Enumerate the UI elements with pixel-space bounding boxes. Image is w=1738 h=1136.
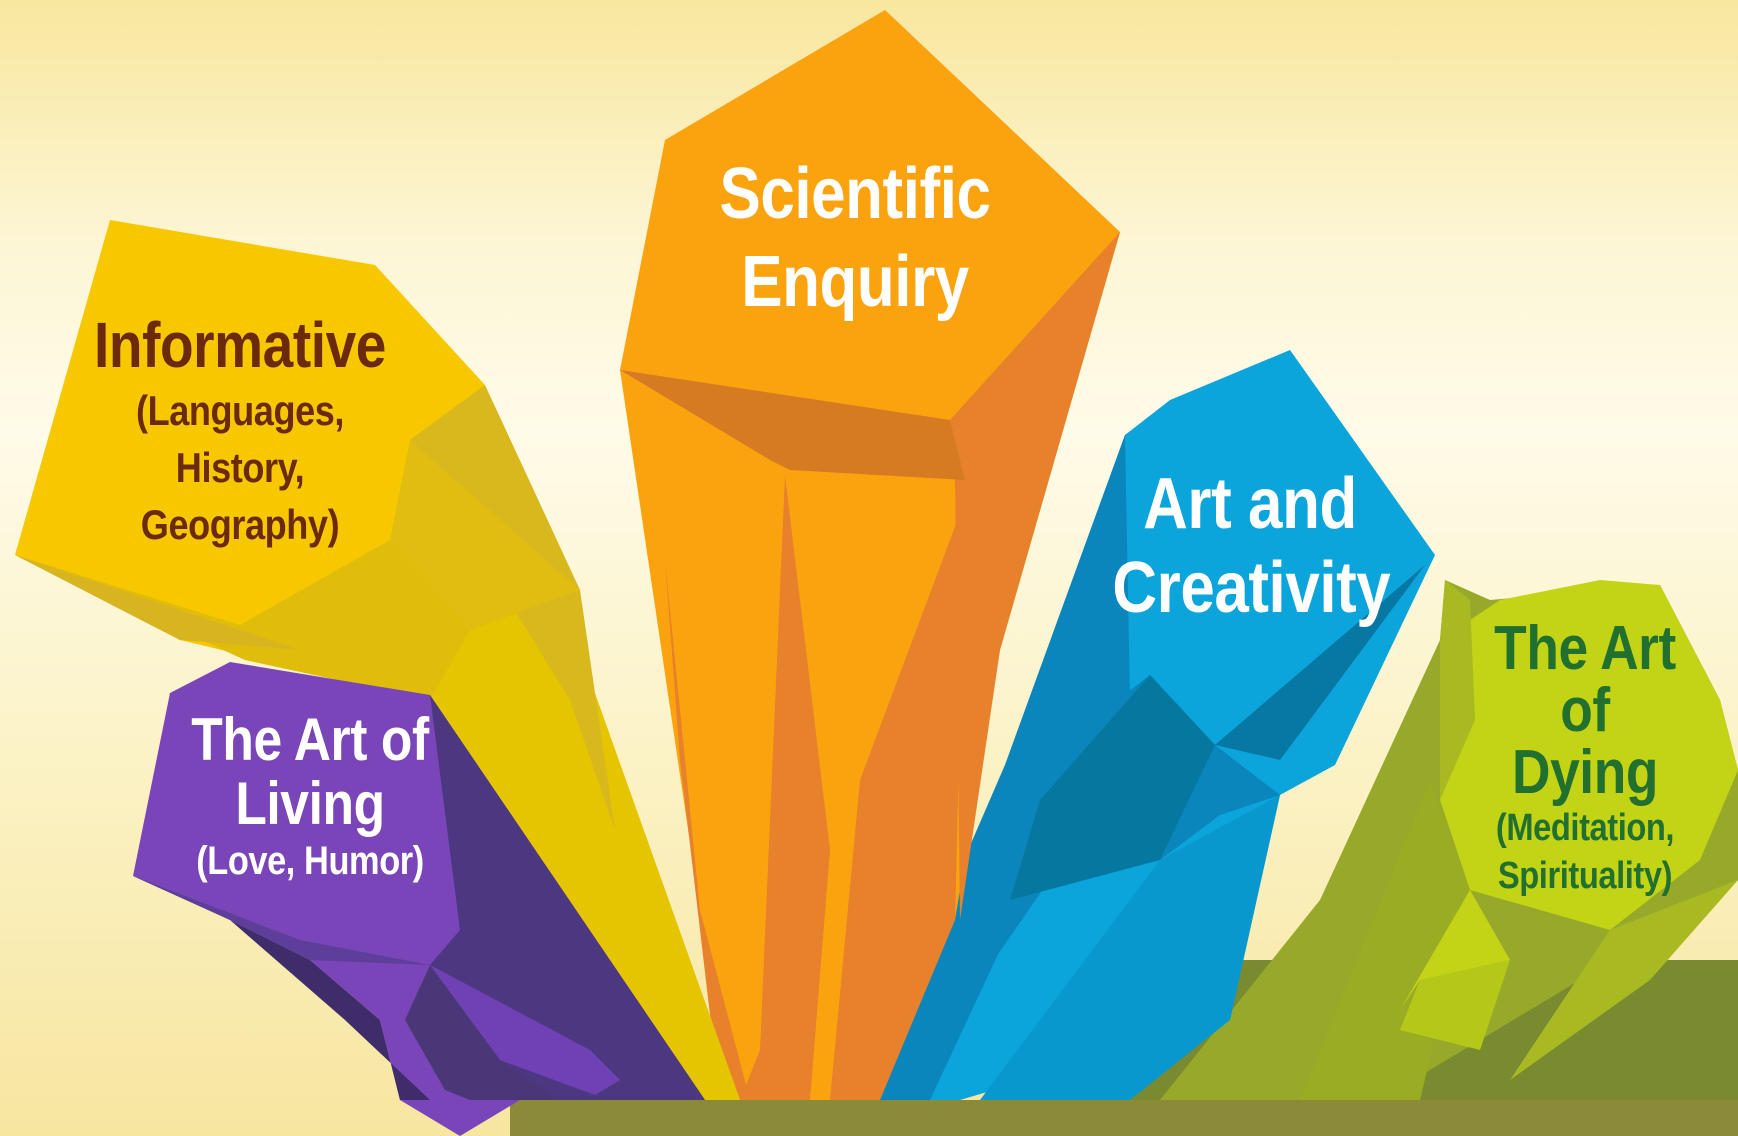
informative-subtitle-line: (Languages,	[135, 387, 345, 434]
living-subtitle: (Love, Humor)	[196, 839, 424, 883]
label-informative: Informative (Languages, History, Geograp…	[40, 308, 440, 553]
crystal-living	[133, 662, 705, 1136]
creativity-title-line: Art and	[1143, 464, 1357, 544]
dying-title-line: of	[1560, 676, 1610, 745]
living-title-line: Living	[235, 770, 385, 837]
crystal-creativity	[860, 350, 1435, 1100]
crystal-scientific	[620, 10, 1120, 1100]
label-scientific: Scientific Enquiry	[640, 150, 1070, 326]
dying-subtitle-line: (Meditation,	[1495, 807, 1675, 849]
informative-subtitle-line: Geography)	[140, 501, 340, 548]
ground-base	[510, 1100, 1738, 1136]
label-living: The Art of Living (Love, Humor)	[150, 708, 470, 886]
dying-subtitle-line: Spirituality)	[1497, 855, 1673, 897]
creativity-title-line: Creativity	[1112, 548, 1391, 628]
crystal-dying	[1160, 580, 1738, 1100]
living-title-line: The Art of	[191, 706, 429, 773]
informative-subtitle-line: History,	[175, 444, 305, 491]
scientific-title-line: Scientific	[719, 154, 991, 234]
label-creativity: Art and Creativity	[1090, 462, 1410, 630]
dying-title-line: The Art	[1494, 614, 1676, 683]
crystal-informative	[15, 220, 740, 1100]
scientific-title-line: Enquiry	[741, 242, 969, 322]
informative-title: Informative	[94, 309, 386, 381]
label-dying: The Art of Dying (Meditation, Spirituali…	[1460, 618, 1710, 900]
dying-title-line: Dying	[1512, 738, 1658, 807]
